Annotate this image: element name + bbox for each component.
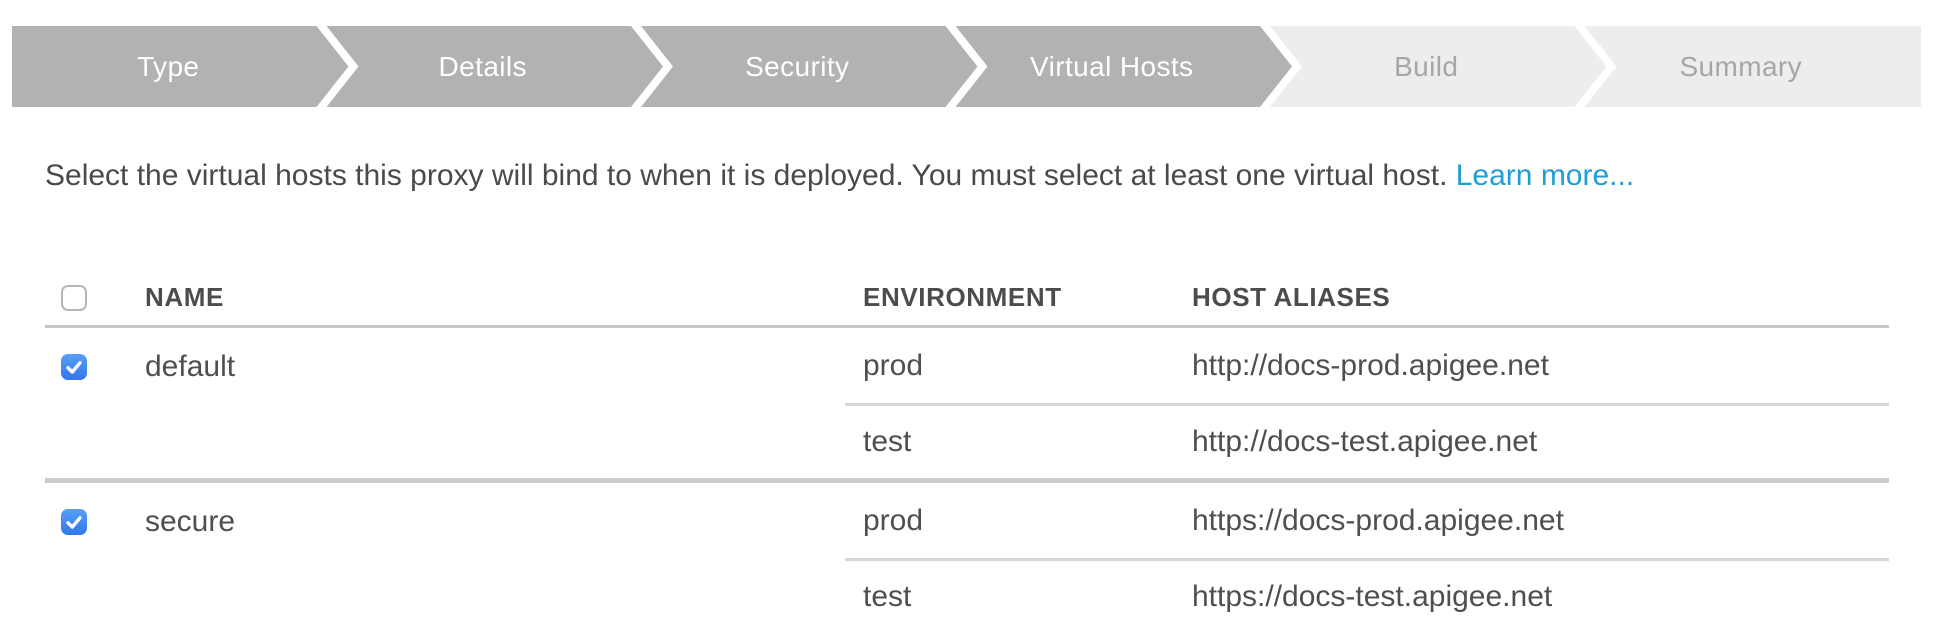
environment-cell: prod	[863, 503, 924, 537]
row-checkbox[interactable]	[61, 354, 87, 380]
binding-rows: prod http://docs-prod.apigee.net test ht…	[845, 328, 1889, 478]
instruction-text: Select the virtual hosts this proxy will…	[45, 157, 1949, 195]
checkmark-icon	[66, 361, 82, 374]
learn-more-link[interactable]: Learn more...	[1455, 159, 1635, 192]
instruction-sentence: Select the virtual hosts this proxy will…	[45, 159, 1456, 192]
binding-row: prod http://docs-prod.apigee.net	[845, 328, 1889, 403]
wizard-step-label: Summary	[1679, 50, 1803, 82]
host-alias-cell: https://docs-test.apigee.net	[1192, 580, 1553, 613]
wizard-step-label: Security	[745, 50, 850, 82]
header-host-aliases-cell: HOST ALIASES	[1192, 282, 1889, 313]
binding-row: test http://docs-test.apigee.net	[845, 403, 1889, 478]
header-environment-cell: ENVIRONMENT	[845, 282, 1192, 313]
table-body: default prod http://docs-prod.apigee.net…	[45, 328, 1889, 628]
virtual-host-row: secure prod https://docs-prod.apigee.net…	[45, 483, 1889, 628]
wizard-step-label: Virtual Hosts	[1030, 50, 1194, 82]
wizard-step[interactable]: Type	[12, 26, 349, 107]
binding-row: test https://docs-test.apigee.net	[845, 558, 1889, 628]
host-alias-cell: https://docs-prod.apigee.net	[1192, 503, 1564, 537]
header-host-aliases-label: HOST ALIASES	[1192, 282, 1391, 312]
virtual-hosts-table: NAME ENVIRONMENT HOST ALIASES	[45, 270, 1889, 628]
wizard-step[interactable]: Details	[327, 26, 664, 107]
wizard-step[interactable]: Virtual Hosts	[956, 26, 1293, 107]
wizard-step-label: Build	[1394, 50, 1459, 82]
environment-cell: prod	[863, 348, 924, 382]
row-checkbox[interactable]	[61, 509, 87, 535]
header-environment-label: ENVIRONMENT	[863, 282, 1062, 312]
binding-rows: prod https://docs-prod.apigee.net test h…	[845, 483, 1889, 628]
virtual-host-name: secure	[145, 505, 236, 538]
wizard-step[interactable]: Security	[641, 26, 978, 107]
environment-cell: test	[863, 580, 912, 613]
header-name-label: NAME	[145, 282, 224, 312]
wizard-stepper: Type Details Security Virtual Hosts Buil…	[12, 26, 1921, 107]
virtual-host-name: default	[145, 350, 236, 383]
header-name-cell: NAME	[45, 282, 845, 313]
wizard-step-label: Details	[438, 50, 527, 82]
select-all-checkbox[interactable]	[61, 284, 87, 311]
wizard-step[interactable]: Build	[1270, 26, 1607, 107]
virtual-host-name-cell: default	[45, 328, 845, 382]
binding-row: prod https://docs-prod.apigee.net	[845, 483, 1889, 558]
table-header-row: NAME ENVIRONMENT HOST ALIASES	[45, 270, 1889, 328]
checkmark-icon	[66, 516, 82, 529]
wizard-step-label: Type	[137, 50, 200, 82]
virtual-host-row: default prod http://docs-prod.apigee.net…	[45, 328, 1889, 483]
wizard-step[interactable]: Summary	[1584, 26, 1921, 107]
host-alias-cell: http://docs-prod.apigee.net	[1192, 348, 1549, 382]
host-alias-cell: http://docs-test.apigee.net	[1192, 425, 1538, 458]
environment-cell: test	[863, 425, 912, 458]
virtual-host-name-cell: secure	[45, 483, 845, 537]
